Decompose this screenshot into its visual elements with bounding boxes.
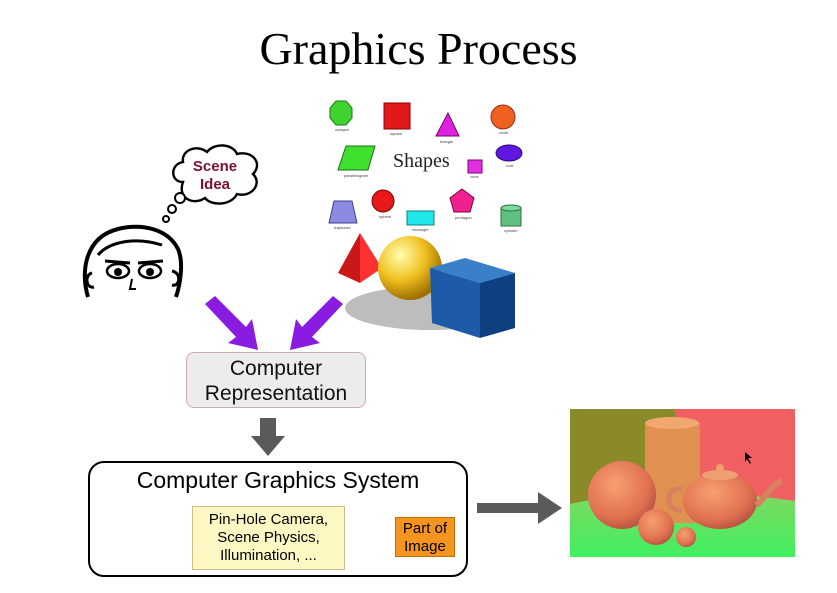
- rectangle-shape: [406, 210, 435, 226]
- blue-cube-shape: [430, 258, 515, 283]
- arrow-to-render: [477, 492, 562, 524]
- 3d-objects-scene: [338, 233, 515, 338]
- page-title: Graphics Process: [259, 23, 578, 74]
- shape-caption: cube: [470, 174, 479, 179]
- rep-line-2: Representation: [204, 382, 348, 405]
- shape-caption: cylinder: [504, 228, 518, 233]
- triangle-shape: [435, 111, 460, 137]
- sphere-shape: [371, 189, 395, 213]
- oval-shape: [495, 144, 523, 162]
- square-shape: [383, 102, 411, 130]
- down-arrow: [251, 418, 285, 456]
- shape-caption: oval: [506, 163, 513, 168]
- thought-line-1: Scene: [192, 158, 238, 175]
- shape-caption: pentagon: [455, 215, 472, 220]
- process-line-3: Illumination, ...: [220, 547, 317, 564]
- purple-arrow-right: [290, 296, 343, 350]
- render-teapot: [666, 464, 784, 529]
- thought-line-2: Idea: [199, 176, 230, 193]
- rep-line-1: Computer: [229, 357, 323, 380]
- thought-bubble-trail: [162, 192, 186, 223]
- render-small-sphere: [638, 509, 674, 545]
- shape-caption: rectangle: [412, 227, 429, 232]
- octagon-shape: [329, 100, 353, 126]
- render-tiny-sphere: [676, 527, 696, 547]
- shape-caption: square: [390, 131, 403, 136]
- shape-caption: triangle: [440, 139, 454, 144]
- parallelogram-shape: [337, 145, 376, 171]
- output-line-1: Part of: [402, 520, 448, 537]
- process-line-1: Pin-Hole Camera,: [208, 511, 329, 528]
- graphics-system-title: Computer Graphics System: [136, 467, 420, 493]
- person-face-icon: [82, 224, 184, 298]
- yellow-sphere-shape: [378, 236, 442, 300]
- rendered-image: [570, 409, 795, 557]
- process-line-2: Scene Physics,: [217, 529, 320, 546]
- cube-shape: [467, 159, 483, 174]
- mouse-cursor-icon: [745, 452, 752, 464]
- circle-shape: [490, 104, 516, 130]
- pentagon-shape: [449, 188, 475, 213]
- shape-caption: trapezoid: [334, 225, 350, 230]
- trapezoid-shape: [328, 200, 358, 224]
- computer-representation-box: Computer Representation: [186, 352, 366, 408]
- process-box: Pin-Hole Camera, Scene Physics, Illumina…: [192, 506, 345, 570]
- purple-arrow-left: [205, 296, 258, 350]
- output-line-2: Image: [404, 538, 446, 555]
- thought-bubble: [172, 144, 259, 205]
- pyramid-shape: [338, 233, 360, 283]
- render-large-sphere: [588, 461, 656, 529]
- shape-caption: sphere: [379, 214, 392, 219]
- shapes-panel: octagon square triangle circle parallelo…: [328, 100, 523, 233]
- shape-caption: octagon: [335, 127, 349, 132]
- output-box: Part of Image: [395, 517, 455, 557]
- shapes-label: Shapes: [393, 150, 450, 172]
- shape-caption: circle: [499, 130, 509, 135]
- shape-caption: parallelogram: [344, 173, 369, 178]
- thought-bubble-text: Scene Idea: [170, 158, 260, 194]
